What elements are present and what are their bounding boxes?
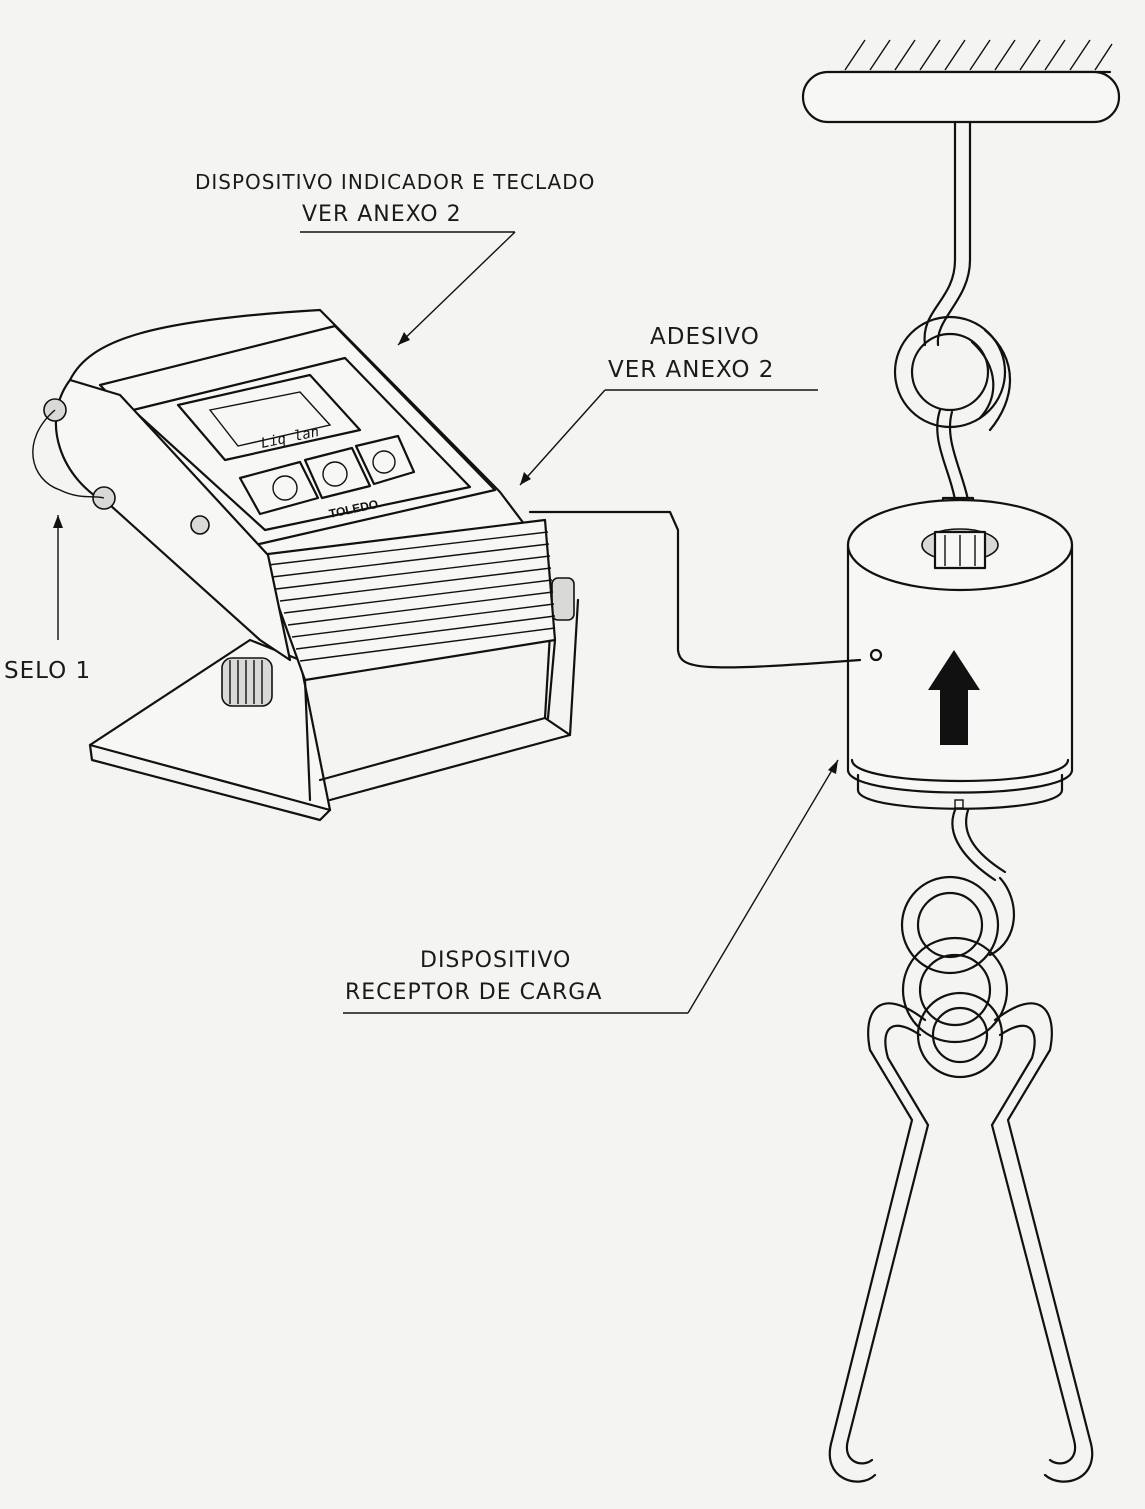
- adhesive-label: ADESIVO: [650, 324, 760, 350]
- adhesive-annex-label: VER ANEXO 2: [608, 357, 775, 383]
- connection-cable: [528, 510, 862, 669]
- indicator-device: Liq lan TOLEDO: [32, 308, 580, 822]
- indicator-label: DISPOSITIVO INDICADOR E TECLADO: [195, 170, 596, 194]
- leader-lines: [53, 231, 839, 1014]
- ceiling-mount: [801, 39, 1121, 262]
- bottom-hook-assembly: [828, 808, 1094, 1483]
- seal-label: SELO 1: [4, 658, 92, 684]
- indicator-annex-label: VER ANEXO 2: [302, 202, 462, 227]
- receptor-load-label: RECEPTOR DE CARGA: [345, 980, 603, 1005]
- load-cell: [846, 498, 1074, 810]
- receptor-label: DISPOSITIVO: [420, 948, 572, 973]
- top-hook-assembly: [893, 258, 1012, 534]
- keypad: [238, 434, 416, 516]
- up-arrow-icon: [928, 650, 980, 745]
